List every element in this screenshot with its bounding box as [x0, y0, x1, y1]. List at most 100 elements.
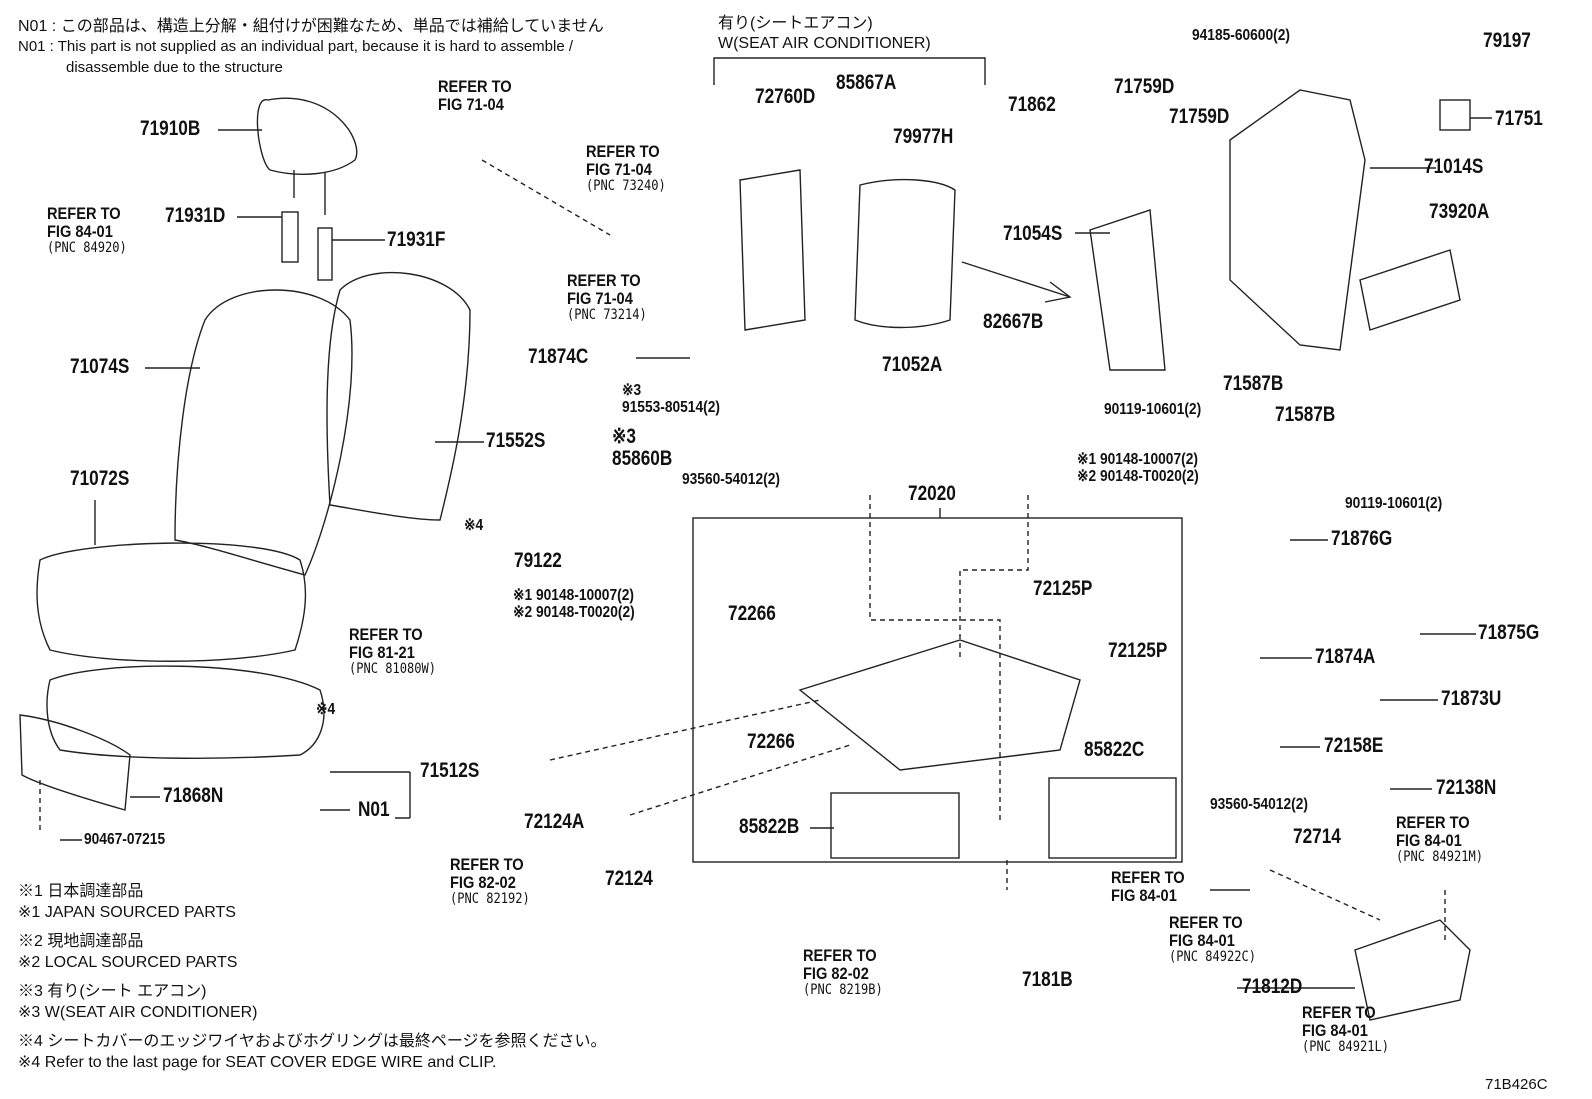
dashed-leaders	[39, 159, 1446, 940]
callout-71587b: 71587B	[1275, 403, 1336, 426]
callout-line: 82667B	[983, 310, 1044, 333]
callout-line: REFER TO	[1169, 913, 1243, 932]
legend-line: ※2 現地調達部品	[18, 933, 144, 950]
direction-arrow	[961, 261, 1072, 303]
callout-82667b: 82667B	[983, 310, 1044, 333]
callout-71874a: 71874A	[1315, 645, 1375, 668]
callout-line: ※1 90148-10007(2)	[513, 587, 634, 604]
callout-2-90148-t0020-2: ※1 90148-10007(2)※2 90148-T0020(2)	[513, 587, 635, 622]
callout-line: 72266	[728, 602, 776, 625]
callout-line: 71812D	[1242, 975, 1303, 998]
callout-72124: 72124	[605, 867, 653, 890]
airbag-shape	[1359, 249, 1461, 331]
callout-line: (PNC 84922C)	[1169, 948, 1256, 965]
callout-line: 7181B	[1022, 968, 1073, 991]
callout-4: ※4	[316, 701, 335, 719]
callout-line: (PNC 82192)	[450, 890, 530, 907]
callout-line: FIG 84-01	[1302, 1020, 1368, 1040]
callout-line: 71587B	[1275, 403, 1336, 426]
callout-71931d: 71931D	[165, 204, 225, 227]
callout-90467-07215: 90467-07215	[84, 831, 165, 849]
callout-line: FIG 71-04	[586, 159, 652, 179]
callout-line: REFER TO	[47, 204, 121, 223]
callout-line: REFER TO	[349, 625, 423, 644]
callout-79977h: 79977H	[893, 125, 953, 148]
note-n01-en-cont: disassemble due to the structure	[66, 59, 283, 76]
leader-lines	[60, 117, 1492, 989]
callout-72266: 72266	[747, 730, 795, 753]
callout-93560-54012-2: 93560-54012(2)	[682, 471, 780, 489]
callout-90119-10601-2: 90119-10601(2)	[1104, 401, 1202, 419]
cushion-shield-shape	[19, 714, 131, 811]
callout-line: ※3	[612, 425, 637, 448]
callout-line: 90119-10601(2)	[1104, 401, 1202, 418]
callout-72020: 72020	[908, 482, 956, 505]
callout-71868n: 71868N	[163, 784, 224, 807]
note-n01-jp: N01 : この部品は、構造上分解・組付けが困難なため、単品では補給していません	[18, 18, 604, 35]
callout-line: ※2 90148-T0020(2)	[1077, 467, 1199, 485]
note-n01-en: N01 : This part is not supplied as an in…	[18, 38, 574, 55]
callout-85822b: 85822B	[739, 815, 799, 838]
callout-71862: 71862	[1008, 93, 1056, 116]
callout-71931f: 71931F	[387, 228, 445, 251]
callout-71014s: 71014S	[1424, 155, 1484, 178]
callout-line: (PNC 73214)	[567, 306, 647, 323]
callout-line: 85860B	[612, 447, 673, 471]
callout-line: (PNC 84920)	[47, 239, 127, 256]
callout-line: 72125P	[1033, 577, 1093, 600]
callout-line: 93560-54012(2)	[1210, 796, 1308, 813]
figure-code: 71B426C	[1485, 1076, 1548, 1093]
legend-line: ※1 日本調達部品	[18, 883, 144, 900]
legend-line: ※4 シートカバーのエッジワイヤおよびホグリングは最終ページを参照ください。	[18, 1033, 607, 1050]
callout-line: REFER TO	[567, 271, 641, 290]
legend-line: ※2 LOCAL SOURCED PARTS	[18, 954, 238, 971]
callout-7181b: 7181B	[1022, 968, 1073, 991]
callout-line: 91553-80514(2)	[622, 398, 720, 416]
callout-71587b: 71587B	[1223, 372, 1283, 395]
callout-4: ※4	[464, 517, 484, 535]
callout-line: 72124A	[524, 810, 585, 833]
callout-71054s: 71054S	[1003, 222, 1063, 245]
motor-c-box	[1048, 777, 1177, 859]
callout-line: 71868N	[163, 784, 224, 807]
callout-line: 72158E	[1324, 734, 1384, 757]
callout-line: 85822C	[1084, 738, 1145, 761]
seat-ac-bracket	[713, 57, 986, 85]
callout-line: 71054S	[1003, 222, 1063, 245]
callout-line: 90119-10601(2)	[1345, 495, 1443, 512]
callout-line: 71072S	[70, 467, 130, 490]
callout-line: 93560-54012(2)	[682, 471, 780, 488]
callout-line: 71074S	[70, 355, 130, 378]
legend-line: ※3 W(SEAT AIR CONDITIONER)	[18, 1004, 258, 1021]
callout-line: 71512S	[420, 759, 480, 782]
callout-line: FIG 84-01	[47, 221, 113, 241]
callout-79122: 79122	[514, 549, 562, 572]
callout-line: FIG 84-01	[1396, 830, 1462, 850]
callout-line: 71014S	[1424, 155, 1484, 178]
callout-line: ※4	[464, 517, 484, 534]
callout-85822c: 85822C	[1084, 738, 1145, 761]
cushion-pad-shape	[46, 665, 325, 759]
callout-71552s: 71552S	[486, 429, 545, 452]
headrest-shape	[256, 97, 358, 175]
callout-line: 71759D	[1169, 105, 1230, 128]
motor-b-box	[830, 792, 960, 859]
callout-72760d: 72760D	[755, 85, 815, 108]
callout-94185-60600-2: 94185-60600(2)	[1192, 27, 1290, 45]
callout-line: FIG 84-01	[1111, 885, 1177, 905]
legend-line: ※3 有り(シート エアコン)	[18, 983, 207, 1000]
callout-line: 71910B	[140, 117, 201, 140]
callout-line: FIG 81-21	[349, 642, 415, 662]
callout-line: 72125P	[1108, 639, 1168, 662]
callout-line: (PNC 84921L)	[1302, 1038, 1389, 1055]
callout-71512s: 71512S	[420, 759, 480, 782]
callout-line: 72714	[1293, 825, 1341, 848]
callout-line: REFER TO	[438, 77, 512, 96]
